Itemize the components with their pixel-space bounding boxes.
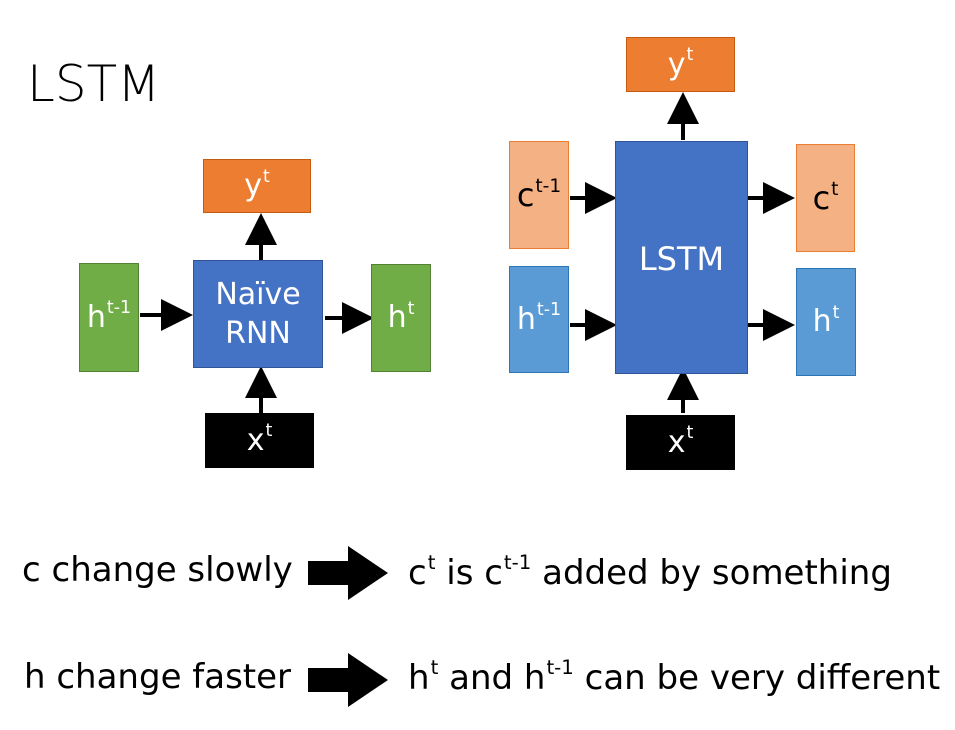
rnn-input-box: xt (205, 413, 314, 468)
rnn-hprev-label: ht-1 (86, 298, 132, 335)
lstm-output-label: yt (667, 45, 694, 82)
lstm-input-box: xt (626, 415, 735, 470)
rnn-hprev-box: ht-1 (79, 263, 139, 372)
lstm-hnext-box: ht (796, 268, 856, 376)
rnn-input-label: xt (246, 421, 273, 458)
statement-1-right: ct is ct-1 added by something (408, 551, 892, 593)
lstm-cprev-label: ct-1 (516, 175, 562, 214)
lstm-cprev-box: ct-1 (509, 141, 569, 249)
lstm-output-box: yt (626, 37, 735, 92)
big-arrow-2 (308, 653, 388, 707)
statement-1-left: c change slowly (22, 550, 293, 590)
rnn-cell-line1: Naïve (215, 277, 301, 312)
rnn-output-box: yt (203, 159, 311, 213)
big-arrow-1 (308, 546, 388, 600)
lstm-cnext-box: ct (796, 144, 855, 252)
page-title: LSTM (27, 55, 161, 113)
rnn-output-label: yt (244, 166, 270, 203)
statement-2-left: h change faster (24, 657, 292, 697)
statement-2-right: ht and ht-1 can be very different (408, 656, 941, 698)
lstm-hnext-label: ht (812, 302, 840, 339)
lstm-hprev-label: ht-1 (516, 300, 562, 337)
lstm-cell-label: LSTM (638, 240, 725, 278)
rnn-cell: Naïve RNN (193, 260, 323, 368)
lstm-input-label: xt (667, 423, 694, 460)
lstm-cnext-label: ct (812, 178, 839, 217)
rnn-hnext-box: ht (371, 264, 431, 372)
rnn-hnext-label: ht (387, 298, 415, 335)
lstm-hprev-box: ht-1 (509, 266, 569, 373)
rnn-cell-line2: RNN (225, 316, 291, 351)
lstm-cell: LSTM (615, 141, 748, 374)
